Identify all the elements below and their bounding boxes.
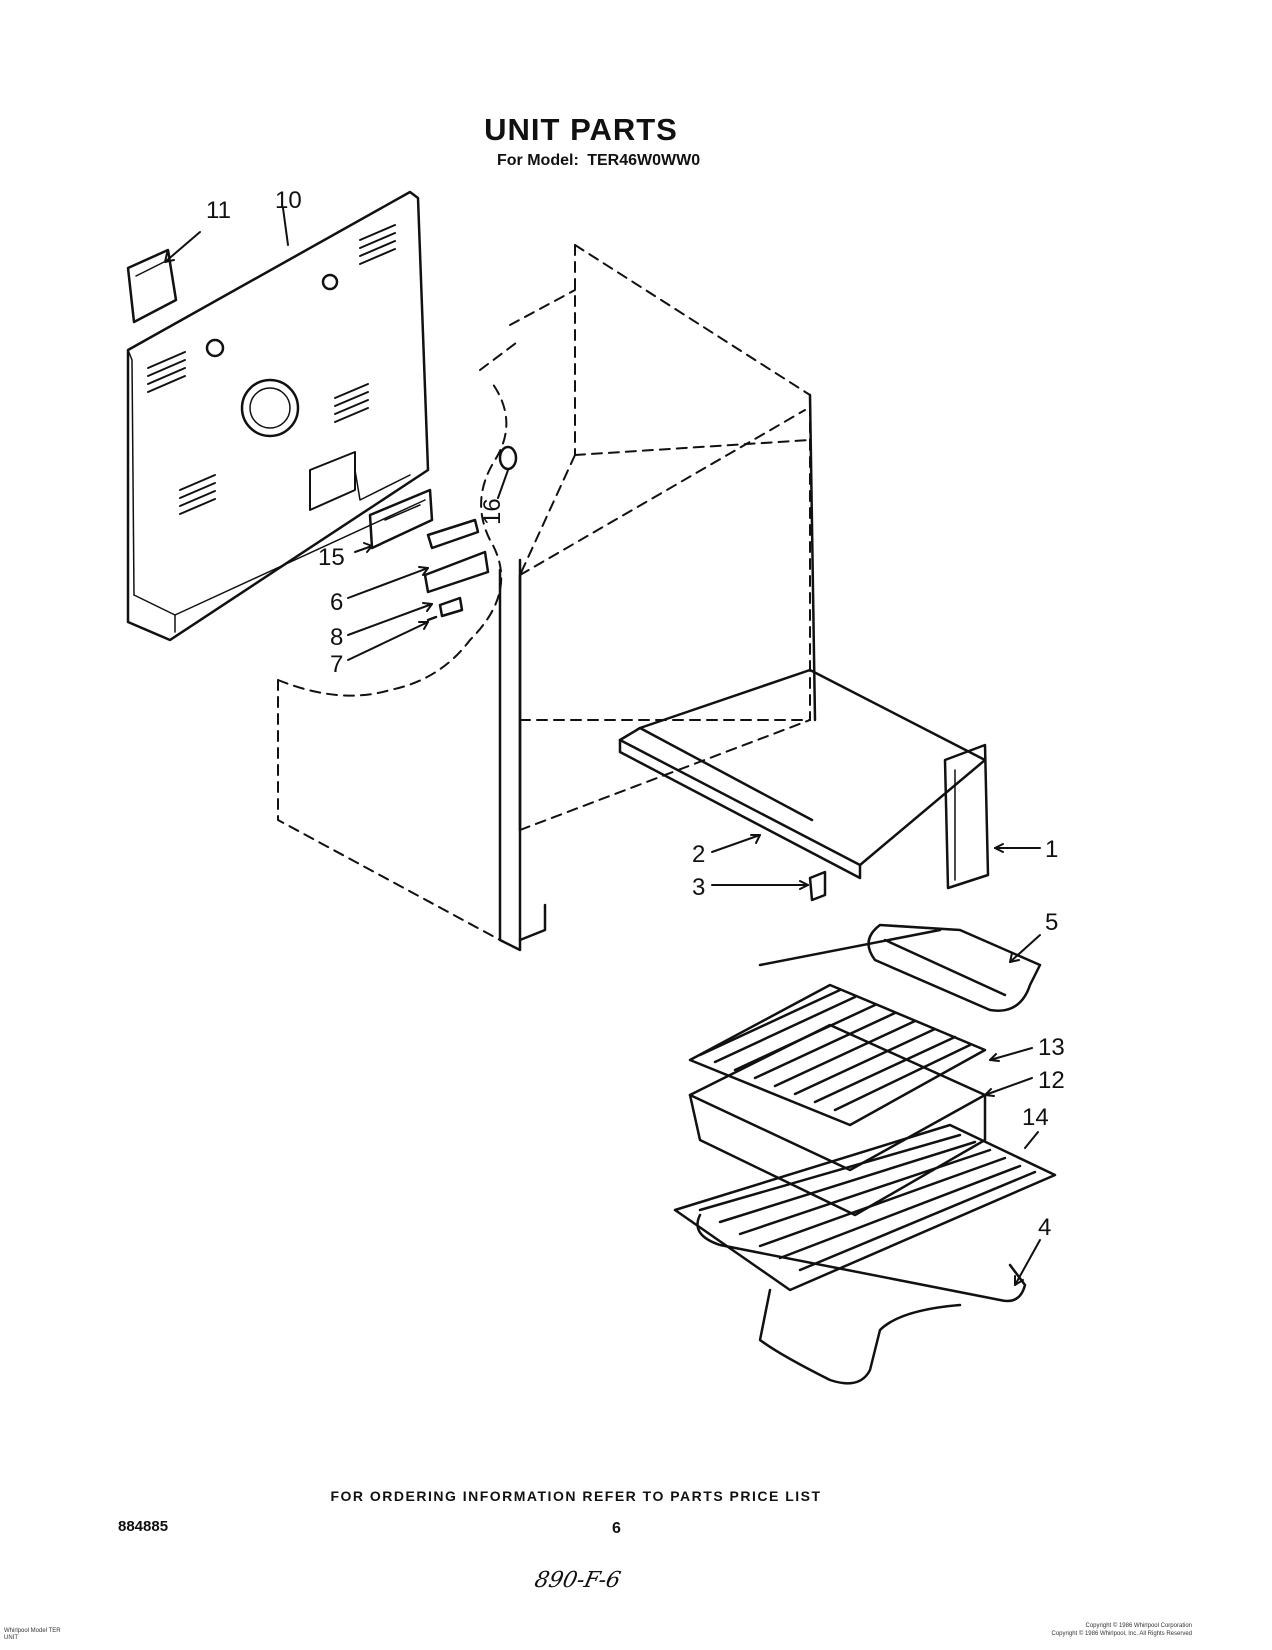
page-number: 6 [612,1520,621,1537]
callout-15: 15 [318,544,345,571]
part-11-access-cover [126,248,178,324]
model-prefix: For Model: [497,152,579,169]
callout-2: 2 [692,841,705,868]
handwritten-mark: 890-F-6 [532,1568,623,1593]
part-10-rear-panel [126,190,430,642]
callout-10: 10 [275,187,302,214]
part-13-broiler-grid [688,983,987,1127]
callout-5: 5 [1045,909,1058,936]
ordering-note: FOR ORDERING INFORMATION REFER TO PARTS … [330,1488,822,1504]
page-title: UNIT PARTS [484,112,678,147]
cabinet-outline [277,244,811,941]
callout-14: 14 [1022,1104,1049,1131]
callout-11: 11 [206,197,231,224]
callout-8: 8 [330,624,343,651]
part-5-bake-element [758,923,1042,1012]
callout-1: 1 [1045,836,1058,863]
part-7-screw [426,615,438,622]
model-number: TER46W0WW0 [587,152,701,169]
copyright-notice: Copyright © 1986 Whirlpool Corporation C… [1052,1622,1192,1638]
part-1-bracket [943,743,990,890]
callout-7: 7 [330,651,343,678]
callout-6: 6 [330,589,343,616]
callout-4: 4 [1038,1214,1051,1241]
callout-16: 16 [479,498,506,525]
tiny-print-left: Whirlpool Model TER UNIT [4,1628,61,1642]
callout-12: 12 [1038,1067,1065,1094]
part-16-grommet [498,445,518,471]
copyright-line1: Copyright © 1986 Whirlpool Corporation [1085,1623,1192,1629]
copyright-line2: Copyright © 1986 Whirlpool, Inc. All Rig… [1051,1631,1192,1637]
part-6-terminal-block [426,518,480,550]
cabinet-side-frame [498,393,817,952]
tiny-left-line1: Whirlpool Model TER [4,1628,61,1634]
callout-13: 13 [1038,1034,1065,1061]
callout-3: 3 [692,874,705,901]
part-4-broil-element [696,1213,1027,1385]
part-6-bracket [423,550,490,594]
part-3-clip [808,870,827,902]
document-number: 884885 [118,1518,169,1535]
part-15-terminal-plate [368,488,434,550]
tiny-left-line2: UNIT [4,1635,18,1641]
bottom-plate [638,668,987,867]
part-14-oven-rack [673,1123,1057,1292]
part-2-bottom-rail [618,726,862,880]
model-subtitle: For Model: TER46W0WW0 [497,152,700,170]
part-8-clip [438,596,464,618]
leader-lines [164,207,1041,1286]
